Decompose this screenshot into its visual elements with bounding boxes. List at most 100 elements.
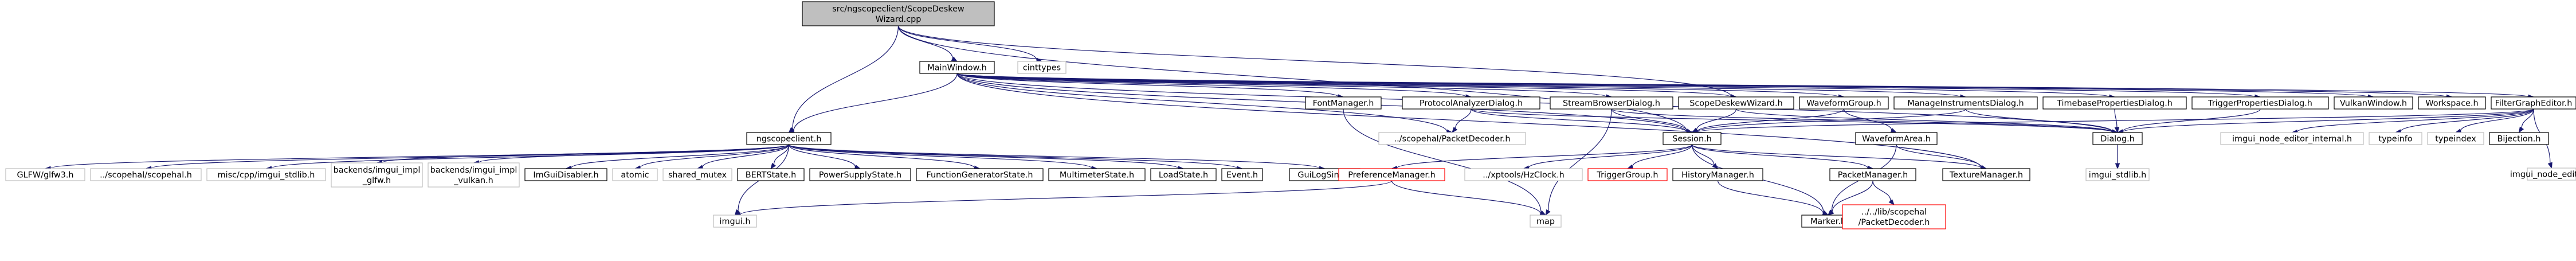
edge-packetmanager-to-packetdecoder_lib: [1872, 180, 1895, 206]
node-label: GLFW/glfw3.h: [17, 171, 73, 180]
node-box: [1402, 96, 1540, 110]
node-box: [1663, 132, 1722, 145]
node-label: LoadState.h: [1159, 171, 1208, 180]
node-fontmanager[interactable]: FontManager.h: [1305, 96, 1382, 110]
edge-mainwindow-to-ngscopeclient: [788, 73, 958, 133]
node-box: [1942, 168, 2030, 181]
edge-ngscopeclient-to-bertstate: [770, 144, 790, 170]
node-label: misc/cpp/imgui_stdlib.h: [218, 171, 315, 180]
node-label: src/ngscopeclient/ScopeDeskew: [832, 5, 964, 14]
node-marker[interactable]: Marker.h: [1801, 215, 1855, 228]
node-scopedeskewwizard[interactable]: ScopeDeskewWizard.h: [1678, 96, 1794, 110]
node-label: typeinfo: [2378, 135, 2412, 144]
node-loadstate[interactable]: LoadState.h: [1150, 168, 1217, 181]
node-label: backends/imgui_impl: [334, 166, 421, 175]
node-label: ../../lib/scopehal: [1861, 208, 1927, 217]
node-box: [1672, 168, 1763, 181]
node-powersupplystate[interactable]: PowerSupplyState.h: [809, 168, 911, 181]
node-dialog[interactable]: Dialog.h: [2092, 132, 2143, 145]
node-box: [916, 168, 1044, 181]
node-box: [1221, 168, 1263, 181]
node-label: FilterGraphEditor.h: [2495, 99, 2573, 108]
edge-session-to-texturemanager: [1691, 144, 1987, 171]
node-waveformarea[interactable]: WaveformArea.h: [1855, 132, 1938, 145]
node-box: [802, 1, 995, 26]
node-ngscopeclient[interactable]: ngscopeclient.h: [746, 132, 832, 145]
node-packetmanager[interactable]: PacketManager.h: [1829, 168, 1916, 181]
edge-protocolanalyzerdialog-to-dialog: [1471, 108, 2119, 135]
node-typeindex: typeindex: [2427, 132, 2484, 145]
node-protocolanalyzerdialog[interactable]: ProtocolAnalyzerDialog.h: [1402, 96, 1540, 110]
edge-mainwindow-to-texturemanager: [956, 73, 1987, 171]
node-workspace[interactable]: Workspace.h: [2418, 96, 2486, 110]
node-box: [919, 61, 995, 74]
node-label: GuiLogSink.h: [1297, 171, 1351, 180]
edge-session-to-hzclock: [1523, 144, 1693, 170]
node-label: FunctionGeneratorState.h: [926, 171, 1033, 180]
node-label: ManageInstrumentsDialog.h: [1907, 99, 2024, 108]
node-label: typeindex: [2435, 135, 2476, 144]
edge-waveformgroup-to-waveformarea: [1843, 108, 1897, 133]
node-bertstate[interactable]: BERTState.h: [737, 168, 805, 181]
edge-fontmanager-to-map: [1343, 108, 1547, 216]
node-box: [713, 215, 757, 228]
node-shared_mutex: shared_mutex: [662, 168, 732, 181]
node-box: [1017, 61, 1067, 74]
node-box: [2092, 132, 2143, 145]
node-box: [1842, 204, 1946, 229]
node-label: ngscopeclient.h: [756, 135, 822, 144]
node-box: [2527, 167, 2576, 181]
node-label: PreferenceManager.h: [1348, 171, 1436, 180]
node-box: [809, 168, 911, 181]
node-session[interactable]: Session.h: [1663, 132, 1722, 145]
node-preferencemanager: PreferenceManager.h: [1338, 168, 1445, 181]
edge-preferencemanager-to-map: [1391, 180, 1547, 217]
node-atomic: atomic: [612, 168, 658, 181]
node-box: [2042, 96, 2187, 110]
node-label: Event.h: [1226, 171, 1258, 180]
node-streambrowserdialog[interactable]: StreamBrowserDialog.h: [1550, 96, 1673, 110]
node-imgui: imgui.h: [713, 215, 757, 228]
node-box: [2489, 132, 2549, 145]
node-cinttypes: cinttypes: [1017, 61, 1067, 74]
node-vulkanwindow[interactable]: VulkanWindow.h: [2334, 96, 2413, 110]
node-imgui_glfw: backends/imgui_impl_glfw.h: [331, 162, 423, 188]
node-label: /PacketDecoder.h: [1859, 218, 1930, 227]
node-label: VulkanWindow.h: [2340, 99, 2407, 108]
edge-timebaseproperties-to-dialog: [2114, 108, 2120, 134]
node-functiongeneratorstate[interactable]: FunctionGeneratorState.h: [916, 168, 1044, 181]
node-waveformgroup[interactable]: WaveformGroup.h: [1799, 96, 1889, 110]
node-label: Bijection.h: [2497, 135, 2541, 144]
node-label: imgui_node_editor_internal.h: [2232, 135, 2352, 144]
node-label: ProtocolAnalyzerDialog.h: [1420, 99, 1523, 108]
edge-root-to-ngscopeclient: [788, 25, 899, 133]
node-historymanager[interactable]: HistoryManager.h: [1672, 168, 1763, 181]
node-label: WaveformGroup.h: [1806, 99, 1881, 108]
node-box: [1150, 168, 1217, 181]
node-box: [5, 168, 85, 181]
node-multimeterstate[interactable]: MultimeterState.h: [1048, 168, 1146, 181]
edge-historymanager-to-marker: [1717, 180, 1829, 216]
node-label: _vulkan.h: [453, 176, 493, 185]
node-event[interactable]: Event.h: [1221, 168, 1263, 181]
node-filtergrapheditor[interactable]: FilterGraphEditor.h: [2491, 96, 2576, 110]
node-label: MainWindow.h: [927, 64, 986, 73]
node-root: src/ngscopeclient/ScopeDeskewWizard.cpp: [802, 1, 995, 26]
node-label: TriggerGroup.h: [1596, 171, 1658, 180]
node-label: PowerSupplyState.h: [819, 171, 901, 180]
node-mainwindow[interactable]: MainWindow.h: [919, 61, 995, 74]
node-label: Dialog.h: [2100, 135, 2135, 144]
node-texturemanager[interactable]: TextureManager.h: [1942, 168, 2030, 181]
edge-ngscopeclient-to-loadstate: [788, 144, 1185, 171]
node-box: [90, 168, 202, 181]
node-manageinstrumentsdialog[interactable]: ManageInstrumentsDialog.h: [1893, 96, 2038, 110]
node-label: WaveformArea.h: [1862, 135, 1931, 144]
edge-root-to-cinttypes: [897, 25, 1043, 63]
node-imguidisabler[interactable]: ImGuiDisabler.h: [524, 168, 607, 181]
node-bijection[interactable]: Bijection.h: [2489, 132, 2549, 145]
node-imgui_node_editor: imgui_node_editor.h: [2510, 167, 2576, 181]
node-timebaseproperties[interactable]: TimebasePropertiesDialog.h: [2042, 96, 2187, 110]
node-scopehal: ../scopehal/scopehal.h: [90, 168, 202, 181]
node-triggerproperties[interactable]: TriggerPropertiesDialog.h: [2191, 96, 2329, 110]
node-box: [2191, 96, 2329, 110]
